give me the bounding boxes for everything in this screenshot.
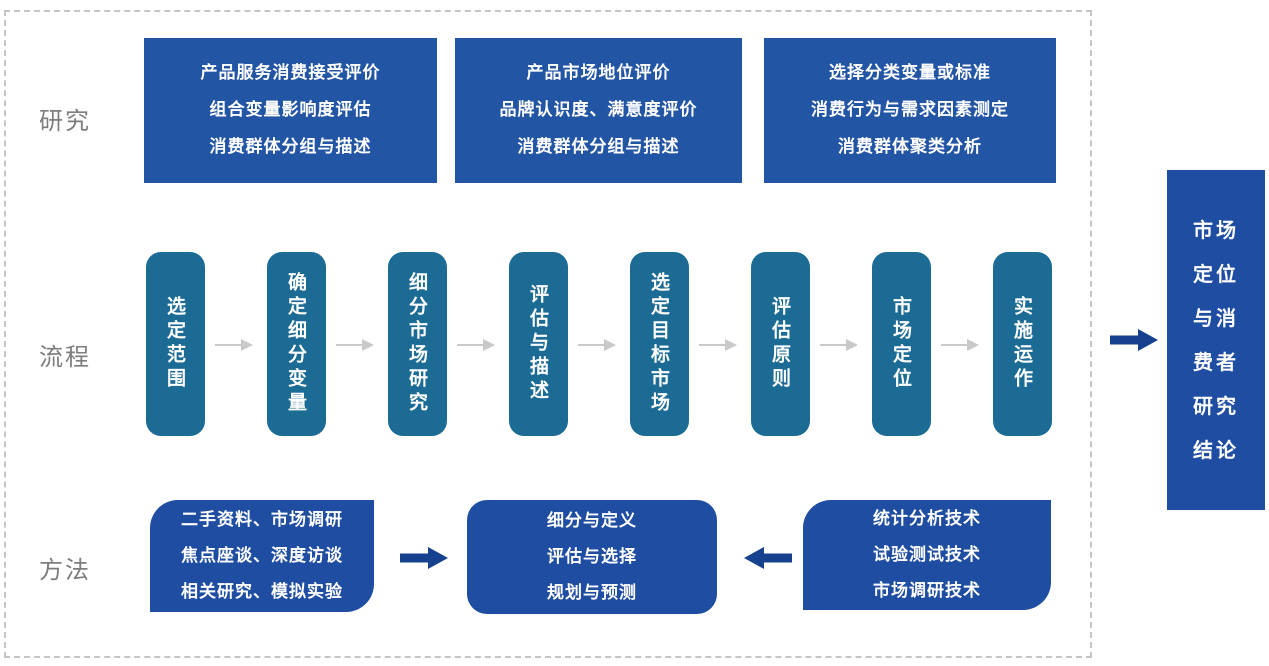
row-label-research: 研究 — [39, 107, 91, 135]
method-box-3-line: 市场调研技术 — [873, 581, 981, 601]
research-box-1-line: 组合变量影响度评估 — [209, 100, 372, 120]
result-box-line: 费者 — [1193, 350, 1239, 374]
research-box-1-line: 产品服务消费接受评价 — [200, 63, 381, 83]
research-box-3: 选择分类变量或标准 消费行为与需求因素测定 消费群体聚类分析 — [764, 38, 1056, 183]
flow-arrow-icon — [336, 339, 374, 351]
flow-arrow-icon — [215, 339, 253, 351]
method-box-1-line: 相关研究、模拟实验 — [181, 582, 343, 602]
process-step-8: 实施运作 — [993, 252, 1052, 436]
flow-arrow-icon — [820, 339, 858, 351]
result-box-line: 研究 — [1193, 394, 1239, 418]
method-box-1-line: 焦点座谈、深度访谈 — [181, 546, 343, 566]
result-box-line: 结论 — [1193, 438, 1239, 462]
method-box-2-line: 规划与预测 — [547, 583, 637, 603]
result-arrow-icon — [1110, 329, 1158, 351]
dashed-frame — [4, 10, 1092, 658]
method-box-2-line: 评估与选择 — [547, 547, 637, 567]
method-arrow-left-icon — [744, 547, 792, 569]
research-box-1: 产品服务消费接受评价 组合变量影响度评估 消费群体分组与描述 — [144, 38, 437, 183]
process-step-1: 选定范围 — [146, 252, 205, 436]
research-box-3-line: 消费行为与需求因素测定 — [811, 100, 1009, 120]
result-box-line: 市场 — [1193, 218, 1239, 242]
row-label-process: 流程 — [39, 343, 91, 371]
result-box-line: 定位 — [1193, 262, 1239, 286]
flow-arrow-icon — [941, 339, 979, 351]
process-step-6: 评估原则 — [751, 252, 810, 436]
result-box-line: 与消 — [1193, 306, 1239, 330]
research-box-2-line: 消费群体分组与描述 — [517, 137, 680, 157]
process-step-7: 市场定位 — [872, 252, 931, 436]
flow-arrow-icon — [457, 339, 495, 351]
process-step-4: 评估与描述 — [509, 252, 568, 436]
method-box-2: 细分与定义 评估与选择 规划与预测 — [467, 500, 717, 614]
method-box-1-line: 二手资料、市场调研 — [181, 510, 343, 530]
method-box-3: 统计分析技术 试验测试技术 市场调研技术 — [803, 500, 1051, 610]
flow-arrow-icon — [699, 339, 737, 351]
result-box: 市场 定位 与消 费者 研究 结论 — [1167, 170, 1265, 510]
research-box-2-line: 产品市场地位评价 — [526, 63, 671, 83]
research-box-3-line: 消费群体聚类分析 — [838, 137, 982, 157]
research-box-3-line: 选择分类变量或标准 — [829, 63, 991, 83]
method-box-3-line: 统计分析技术 — [873, 509, 981, 529]
method-box-1: 二手资料、市场调研 焦点座谈、深度访谈 相关研究、模拟实验 — [150, 500, 374, 612]
method-box-2-line: 细分与定义 — [547, 511, 637, 531]
process-step-3: 细分市场研究 — [388, 252, 447, 436]
process-step-5: 选定目标市场 — [630, 252, 689, 436]
method-arrow-right-icon — [400, 547, 448, 569]
method-box-3-line: 试验测试技术 — [873, 545, 981, 565]
research-box-2: 产品市场地位评价 品牌认识度、满意度评价 消费群体分组与描述 — [455, 38, 742, 183]
research-box-2-line: 品牌认识度、满意度评价 — [499, 100, 698, 120]
process-step-2: 确定细分变量 — [267, 252, 326, 436]
row-label-method: 方法 — [39, 556, 91, 584]
research-box-1-line: 消费群体分组与描述 — [209, 137, 372, 157]
flow-arrow-icon — [578, 339, 616, 351]
